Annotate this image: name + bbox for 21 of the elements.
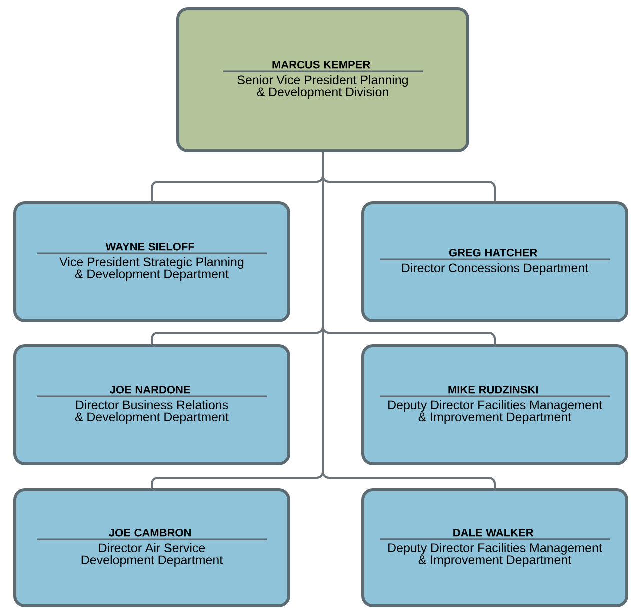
title-text: Director Air Service Development Department <box>82 543 224 567</box>
name-text: MARCUS KEMPER <box>272 60 370 69</box>
title-text: Director Business Relations & Development Department <box>75 400 229 424</box>
title-text: Senior Vice President Planning & Development Division <box>238 75 408 99</box>
org-box <box>176 8 470 152</box>
name-text: GREG HATCHER <box>449 248 538 257</box>
name-text: DALE WALKER <box>454 529 534 537</box>
name-text: JOE CAMBRON <box>109 529 191 537</box>
name-text: MIKE RUDZINSKI <box>448 386 538 394</box>
title-text: Deputy Director Facilities Management & Improvement Department <box>388 400 602 424</box>
name-text: WAYNE SIELOFF <box>106 242 194 251</box>
title-text: Vice President Strategic Planning & Development Department <box>60 257 244 281</box>
org-box <box>362 202 628 322</box>
org-box <box>362 488 628 608</box>
title-text: Deputy Director Facilities Management & Improvement Department <box>388 543 602 567</box>
title-text: Director Concessions Department <box>402 263 589 275</box>
org-box <box>14 344 290 466</box>
org-box <box>14 488 290 608</box>
org-box <box>362 344 628 466</box>
name-text: JOE NARDONE <box>110 386 190 394</box>
org-box <box>14 202 290 322</box>
